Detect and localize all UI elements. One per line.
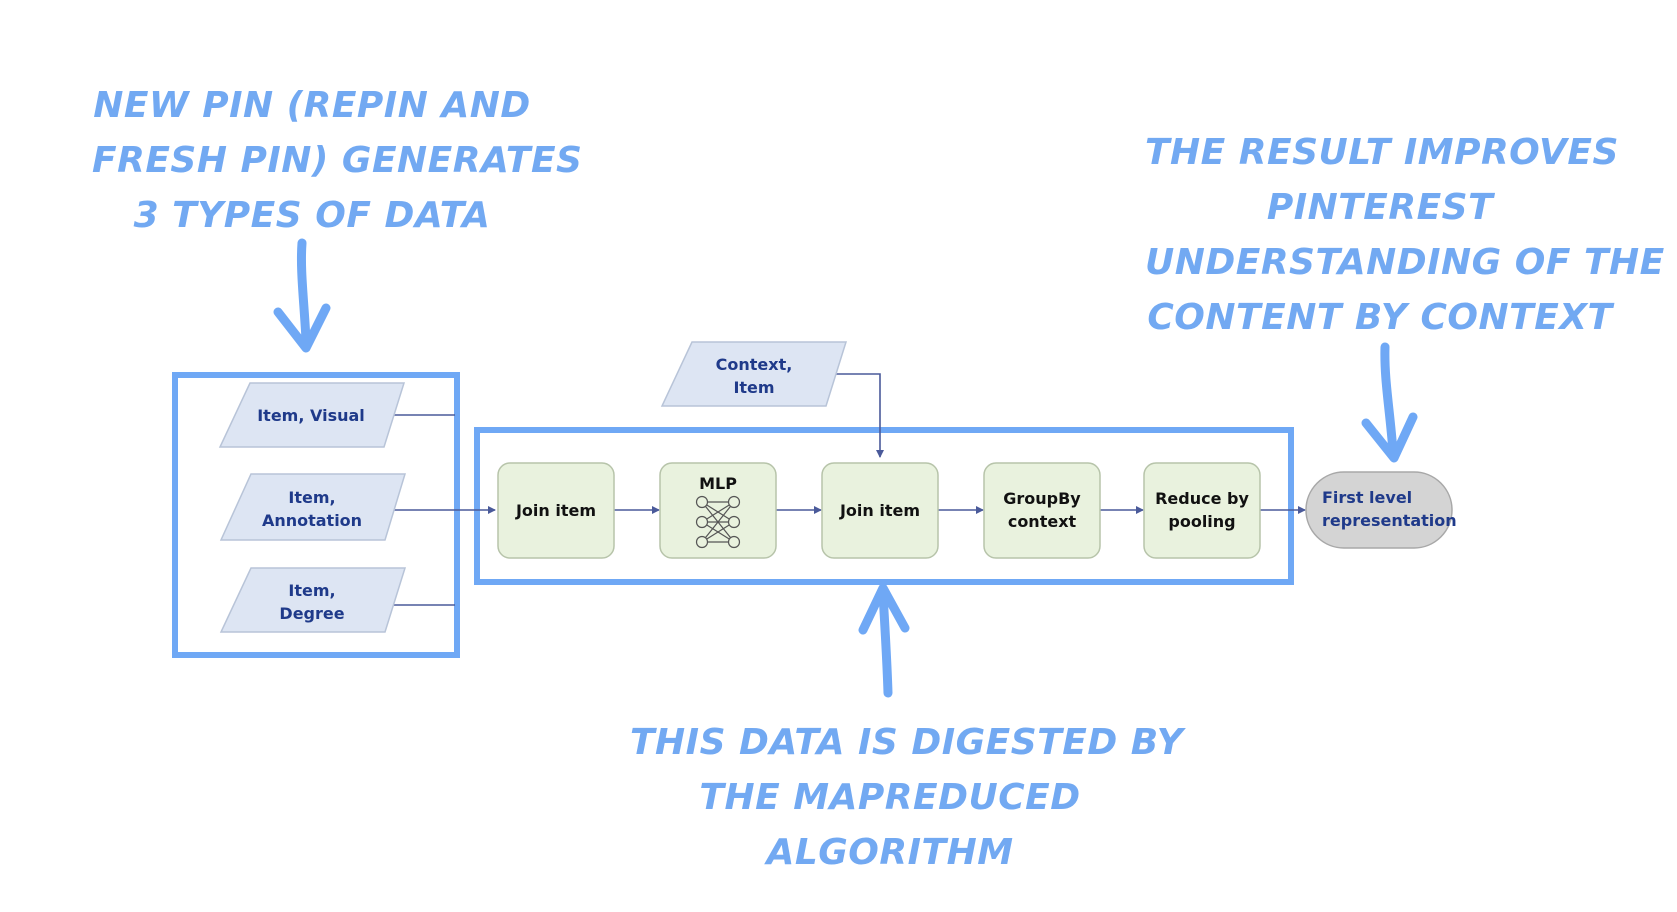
node-groupby-label-1: GroupBy [1003,489,1081,508]
input-highlight-box [172,372,460,658]
node-mlp: MLP [659,462,777,559]
node-join-item-2-label: Join item [839,501,920,520]
node-groupby: GroupBy context [983,462,1101,559]
callout-mapreduce-line-1: This data is digested by [630,722,1184,763]
output-label-2: representation [1322,511,1457,530]
node-reduce-label-1: Reduce by [1155,489,1249,508]
callout-mapreduce-line-3: Algorithm [766,832,1014,873]
callout-result-line-4: content by context [1147,297,1613,338]
callout-result-line-3: Understanding of the [1145,242,1665,283]
callout-mapreduce: This data is digested by the MapReduced … [630,715,1184,880]
hand-drawn-arrows [273,238,1418,698]
node-groupby-box [983,462,1101,559]
input-degree-label-2: Degree [279,604,344,623]
input-degree: Item, Degree [219,567,407,633]
callout-result: The result improves Pinterest Understand… [1145,125,1665,345]
callout-result-line-1: The result improves [1145,132,1619,173]
node-reduce: Reduce by pooling [1143,462,1261,559]
callout-mapreduce-line-2: the MapReduced [699,777,1081,818]
input-visual: Item, Visual [218,382,406,448]
node-join-item-2-box [821,462,939,559]
pipeline-highlight-box [474,427,1294,585]
input-annotation-shape [219,473,407,541]
output-node: First level representation [1305,471,1457,549]
node-groupby-label-2: context [1008,512,1077,531]
node-reduce-box [1143,462,1261,559]
node-join-item-2: Join item [821,462,939,559]
input-degree-label-1: Item, [288,581,335,600]
callout-result-line-2: Pinterest [1266,187,1494,228]
arrow-down-right-icon [1361,342,1418,463]
node-reduce-label-2: pooling [1168,512,1235,531]
input-context: Context, Item [660,341,848,407]
output-label-1: First level [1322,488,1412,507]
connectors [374,373,1306,606]
output-node-shape [1305,471,1453,549]
callout-new-pin-line-2: Fresh Pin) Generates [92,140,583,181]
input-degree-shape [219,567,407,633]
input-context-label-1: Context, [716,355,793,374]
node-join-item-1-label: Join item [515,501,596,520]
input-annotation-label-1: Item, [288,488,335,507]
input-context-shape [660,341,848,407]
callout-new-pin-line-3: 3 Types of Data [133,195,491,236]
arrow-up-center-icon [858,583,910,698]
callout-new-pin-line-1: New Pin (Repin and [93,85,531,126]
callout-new-pin: New Pin (Repin and Fresh Pin) Generates … [92,78,583,243]
node-mlp-box [659,462,777,559]
input-visual-label: Item, Visual [257,406,365,425]
node-join-item-1-box [497,462,615,559]
node-join-item-1: Join item [497,462,615,559]
neural-network-icon [695,495,741,549]
input-visual-shape [218,382,406,448]
connector-context [823,373,884,458]
input-annotation: Item, Annotation [219,473,407,541]
input-context-label-2: Item [733,378,774,397]
node-mlp-label: MLP [699,474,737,493]
input-annotation-label-2: Annotation [262,511,362,530]
arrow-down-left-icon [273,238,331,353]
